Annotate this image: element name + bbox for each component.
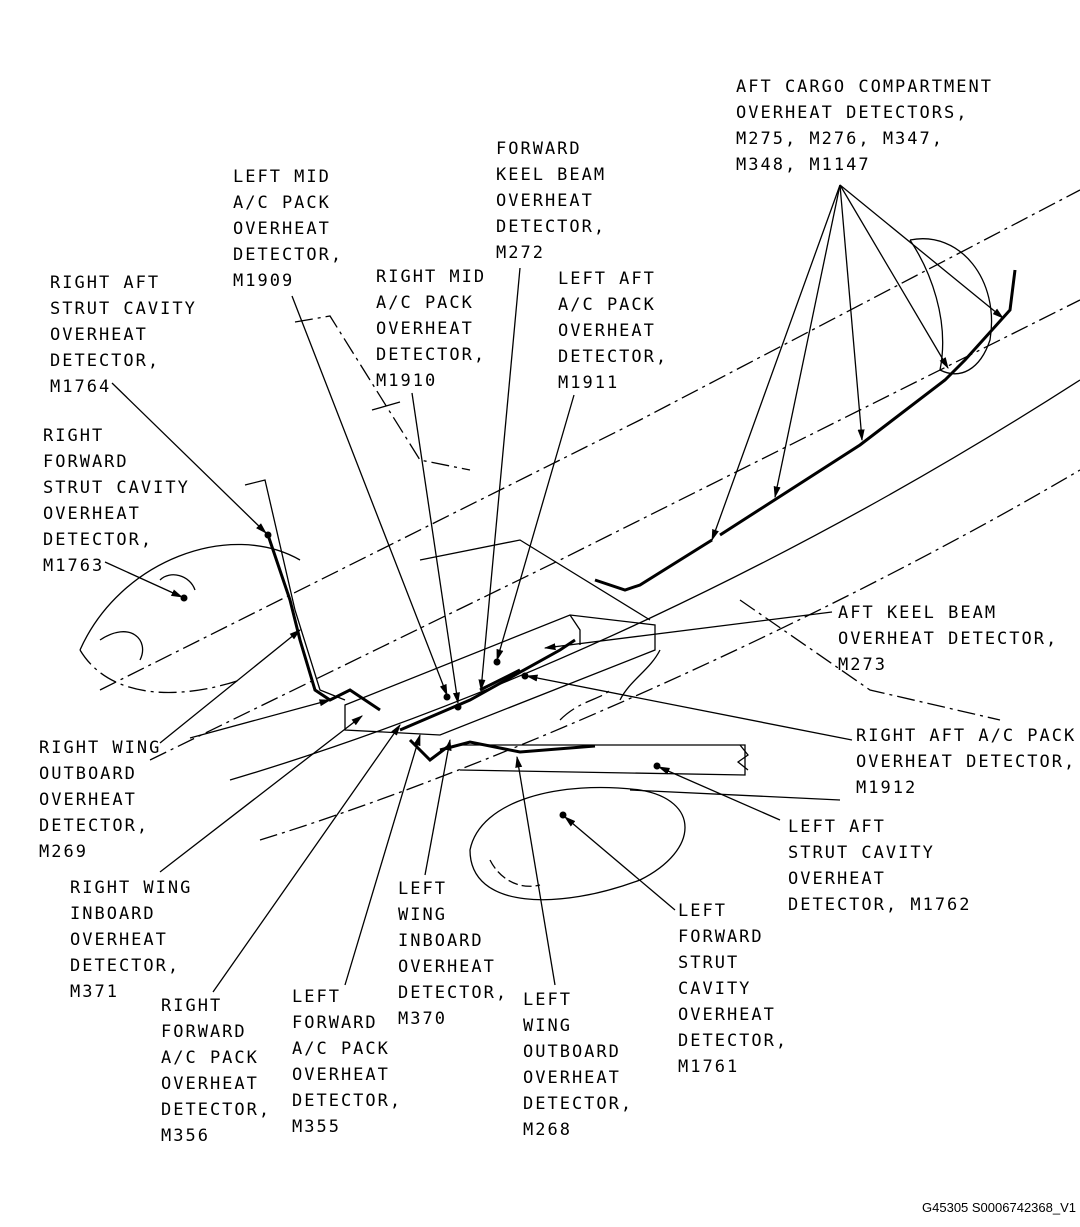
figure-id: G45305 S0006742368_V1 <box>922 1200 1076 1215</box>
leader-lines <box>104 184 1004 993</box>
airframe-outline <box>79 189 1080 901</box>
